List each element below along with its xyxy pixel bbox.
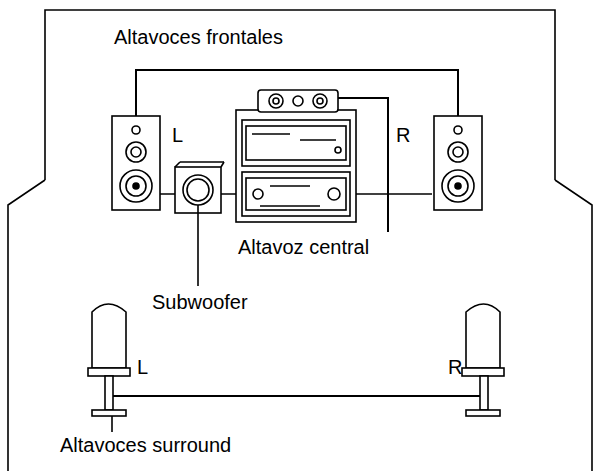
channel-label: R	[448, 356, 462, 378]
speaker-group-label: Altavoces surround	[60, 434, 231, 456]
speaker-group-label: Altavoces frontales	[114, 26, 283, 48]
speaker-label: Subwoofer	[152, 291, 248, 313]
channel-label: L	[172, 124, 183, 146]
channel-label: R	[396, 124, 410, 146]
speaker-label: Altavoz central	[238, 236, 369, 258]
channel-label: L	[137, 356, 148, 378]
